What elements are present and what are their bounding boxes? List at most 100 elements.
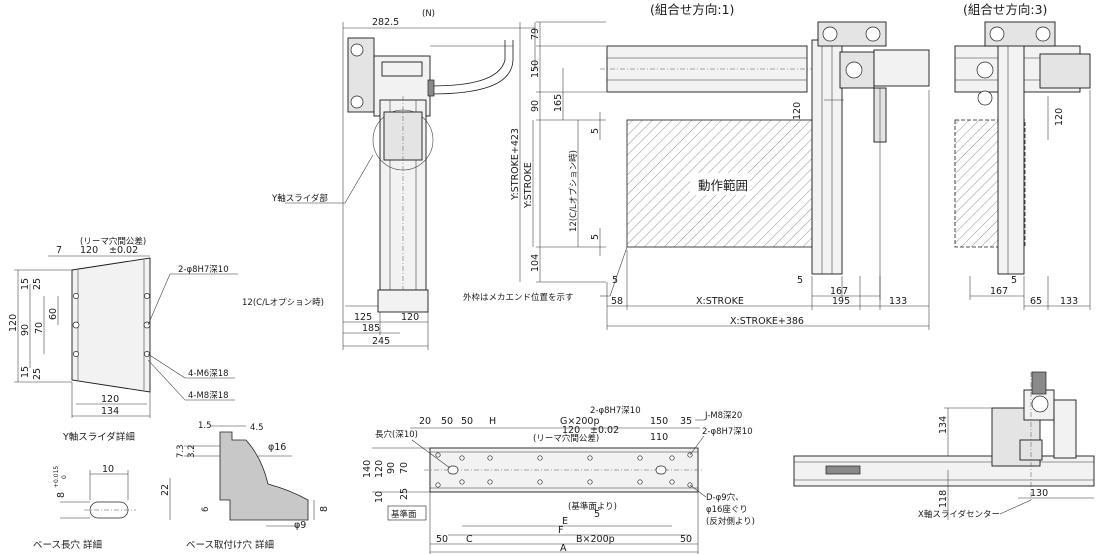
mount-hole-section <box>219 431 309 521</box>
dim-h: H <box>489 416 496 427</box>
dim-7-3: 7.3 <box>176 444 186 458</box>
front-view-dir-3: 120 5 167 65 133 <box>954 21 1091 310</box>
dim-133-view3: 133 <box>1060 296 1078 307</box>
dim-8-mount: 8 <box>319 506 330 512</box>
base-mount-title: ベース取付け穴 詳細 <box>186 539 274 551</box>
from-opposite: (反対側より) <box>706 516 755 527</box>
dim-90-base: 90 <box>386 462 397 474</box>
tap-m8-base: J-M8深20 <box>704 411 742 421</box>
dim-7: 7 <box>56 245 62 256</box>
dim-50-top-b: 50 <box>461 416 473 427</box>
dim-25-base: 25 <box>399 488 410 500</box>
dim-5-bottom-left: 5 <box>612 275 618 286</box>
dim-60-detail: 60 <box>48 308 59 320</box>
dim-120-front: 120 <box>792 102 803 120</box>
dim-133: 133 <box>889 296 907 307</box>
dim-15-top: 15 <box>20 278 31 290</box>
tol-upper: +0.015 <box>53 466 60 488</box>
dim-90: 90 <box>530 100 541 112</box>
dim-245: 245 <box>372 336 390 347</box>
dim-120-view3: 120 <box>1054 108 1065 126</box>
dim-x-stroke-386: X:STROKE+386 <box>730 316 804 327</box>
dim-185: 185 <box>362 323 380 334</box>
dim-cl-vertical: 12(C/Lオプション時) <box>569 150 579 232</box>
front-view-dir-1: 79 150 90 104 Y:STROKE+423 Y:STROKE 165 … <box>463 21 930 330</box>
hole-d: D-φ9穴、 <box>706 492 744 503</box>
y-slider-plate <box>71 257 151 393</box>
combo-dir-3-title: (組合せ方向:3) <box>963 2 1047 17</box>
dim-y-stroke: Y:STROKE <box>523 162 534 209</box>
dim-90-detail: 90 <box>20 324 31 336</box>
dim-79: 79 <box>530 28 541 40</box>
dim-10-base: 10 <box>374 491 385 503</box>
dim-70-base: 70 <box>399 462 410 474</box>
dim-25-bottom: 25 <box>32 368 43 380</box>
counterbore: φ16座ぐり <box>706 504 748 515</box>
y-axis-column-3 <box>997 39 1025 275</box>
dim-50-top-a: 50 <box>441 416 453 427</box>
ref-surface-note: (基準面より) <box>568 501 617 512</box>
dim-50-bottom-b: 50 <box>680 534 692 545</box>
dim-35: 35 <box>680 416 692 427</box>
base-slot-detail: 10 8 +0.015 0 ベース長穴 詳細 <box>33 464 136 551</box>
base-slot-title: ベース長穴 詳細 <box>33 539 102 551</box>
dim-phi9: φ9 <box>294 520 306 531</box>
dim-n: (N) <box>422 9 435 19</box>
tap-m6: 4-M6深18 <box>188 369 229 379</box>
hole-8h7-top: 2-φ8H7深10 <box>590 406 641 416</box>
dim-120-base: 120 <box>562 425 580 436</box>
dim-167-view3: 167 <box>990 286 1008 297</box>
x-slider-center-caption: X軸スライダセンター <box>918 509 1000 520</box>
dim-118: 118 <box>938 490 949 508</box>
dim-5-view3: 5 <box>1011 275 1017 286</box>
dim-6: 6 <box>201 507 211 512</box>
x-slider-view: 134 118 130 X軸スライダセンター <box>793 371 1095 520</box>
base-mount-detail: 1.5 4.5 7.3 3.2 φ16 22 6 8 φ9 ベース取付け穴 詳細 <box>160 421 330 551</box>
dim-25-top: 25 <box>32 278 43 290</box>
reamer-pitch-base: (リーマ穴間公差) <box>533 433 599 444</box>
dim-125: 125 <box>354 312 372 323</box>
dim-5-upper: 5 <box>590 128 601 134</box>
y-slider-detail: (リーマ穴間公差) 120 ±0.02 7 120 15 15 25 25 90… <box>8 236 238 443</box>
dim-104: 104 <box>530 254 541 272</box>
dim-x-stroke: X:STROKE <box>696 296 744 307</box>
dim-140: 140 <box>362 460 373 478</box>
dim-65: 65 <box>1030 296 1042 307</box>
dim-e: E <box>562 516 568 527</box>
hole-8h7-right: 2-φ8H7深10 <box>702 427 753 437</box>
dim-167: 167 <box>830 286 848 297</box>
dim-22: 22 <box>160 484 171 496</box>
dim-10-slot: 10 <box>102 464 114 475</box>
y-axis-column-front <box>811 39 843 275</box>
y-slider-detail-title: Y軸スライダ詳細 <box>62 431 135 443</box>
dim-phi16: φ16 <box>268 442 286 453</box>
dim-110: 110 <box>650 432 668 443</box>
dim-165: 165 <box>553 94 564 112</box>
dim-20: 20 <box>419 416 431 427</box>
dim-120-vertical: 120 <box>8 314 19 332</box>
z-motor-connector-icon <box>845 61 863 79</box>
dim-70-detail: 70 <box>34 322 45 334</box>
tap-m8: 4-M8深18 <box>188 391 229 401</box>
dim-5-lower: 5 <box>590 234 601 240</box>
dim-58: 58 <box>611 296 623 307</box>
dim-f: F <box>558 525 563 536</box>
dim-120-tol: 120 <box>80 245 98 256</box>
dim-g: G×200p <box>560 416 599 427</box>
dim-120-side: 120 <box>401 312 419 323</box>
dim-50-bottom-a: 50 <box>436 534 448 545</box>
dim-195: 195 <box>832 296 850 307</box>
dim-120-base-v: 120 <box>374 460 385 478</box>
tol-0-02: ±0.02 <box>109 245 138 256</box>
dim-120-bottom: 120 <box>101 394 119 405</box>
ref-surface-box: 基準面 <box>391 509 417 520</box>
dim-5-bottom-right: 5 <box>797 275 803 286</box>
reamer-pitch-label: (リーマ穴間公差) <box>80 236 146 247</box>
dim-15-bottom: 15 <box>20 366 31 378</box>
dim-150: 150 <box>530 60 541 78</box>
dim-130: 130 <box>1030 488 1048 499</box>
tol-lower: 0 <box>61 475 68 479</box>
dim-8-slot: 8 <box>56 492 67 498</box>
